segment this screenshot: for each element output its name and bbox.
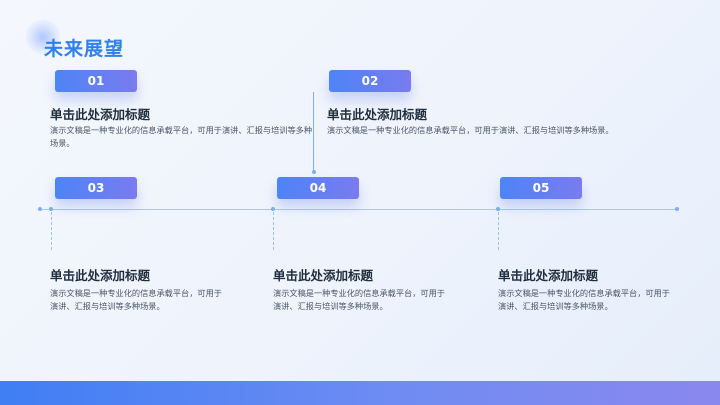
timeline-node-03 — [49, 207, 53, 211]
timeline-end-dot-right — [675, 207, 679, 211]
connector-dash-04 — [273, 212, 274, 250]
badge-02[interactable]: 02 — [329, 70, 411, 92]
item-heading-02[interactable]: 单击此处添加标题 — [327, 107, 428, 122]
timeline-line — [40, 209, 678, 210]
badge-04[interactable]: 04 — [277, 177, 359, 199]
timeline-node-02 — [312, 170, 316, 174]
timeline-end-dot-left — [38, 207, 42, 211]
connector-dash-03 — [51, 212, 52, 250]
item-text-03[interactable]: 演示文稿是一种专业化的信息承载平台，可用于演讲、汇报与培训等多种场景。 — [50, 288, 222, 311]
badge-05[interactable]: 05 — [500, 177, 582, 199]
slide-title[interactable]: 未来展望 — [44, 38, 125, 60]
item-heading-04[interactable]: 单击此处添加标题 — [273, 268, 374, 283]
timeline-node-05 — [496, 207, 500, 211]
title-glow-decoration — [26, 20, 60, 54]
timeline-node-04 — [271, 207, 275, 211]
item-heading-05[interactable]: 单击此处添加标题 — [498, 268, 599, 283]
item-text-02[interactable]: 演示文稿是一种专业化的信息承载平台，可用于演讲、汇报与培训等多种场景。 — [327, 125, 614, 135]
item-heading-01[interactable]: 单击此处添加标题 — [50, 107, 151, 122]
badge-03[interactable]: 03 — [55, 177, 137, 199]
item-heading-03[interactable]: 单击此处添加标题 — [50, 268, 151, 283]
item-text-05[interactable]: 演示文稿是一种专业化的信息承载平台，可用于演讲、汇报与培训等多种场景。 — [498, 288, 670, 311]
badge-01[interactable]: 01 — [55, 70, 137, 92]
connector-dash-05 — [498, 212, 499, 250]
bottom-accent-bar — [0, 381, 720, 405]
item-text-04[interactable]: 演示文稿是一种专业化的信息承载平台，可用于演讲、汇报与培训等多种场景。 — [273, 288, 445, 311]
connector-line-02 — [313, 92, 314, 172]
item-text-01[interactable]: 演示文稿是一种专业化的信息承载平台，可用于演讲、汇报与培训等多种场景。 — [50, 125, 313, 148]
